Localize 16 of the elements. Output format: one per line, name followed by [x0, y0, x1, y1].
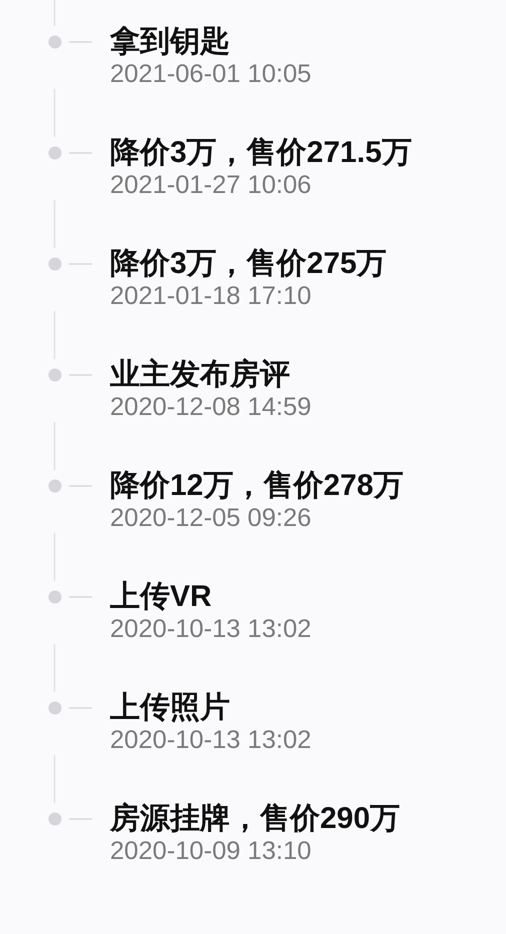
event-title: 业主发布房评 [110, 359, 290, 391]
event-timestamp: 2020-10-13 13:02 [110, 725, 312, 755]
event-timestamp: 2021-01-18 17:10 [110, 281, 312, 311]
event-timestamp: 2020-10-13 13:02 [110, 614, 312, 644]
event-title: 上传照片 [110, 692, 230, 724]
event-title: 降价12万，售价278万 [110, 470, 404, 502]
event-title: 降价3万，售价275万 [110, 248, 387, 280]
event-timestamp: 2020-12-05 09:26 [110, 503, 312, 533]
event-title: 降价3万，售价271.5万 [110, 137, 412, 169]
event-timestamp: 2021-01-27 10:06 [110, 170, 312, 200]
event-title: 上传VR [110, 581, 212, 613]
event-timestamp: 2021-06-01 10:05 [110, 59, 312, 89]
event-timestamp: 2020-10-09 13:10 [110, 836, 312, 866]
event-title: 拿到钥匙 [110, 26, 230, 58]
event-timestamp: 2020-12-08 14:59 [110, 392, 312, 422]
event-title: 房源挂牌，售价290万 [110, 803, 400, 835]
